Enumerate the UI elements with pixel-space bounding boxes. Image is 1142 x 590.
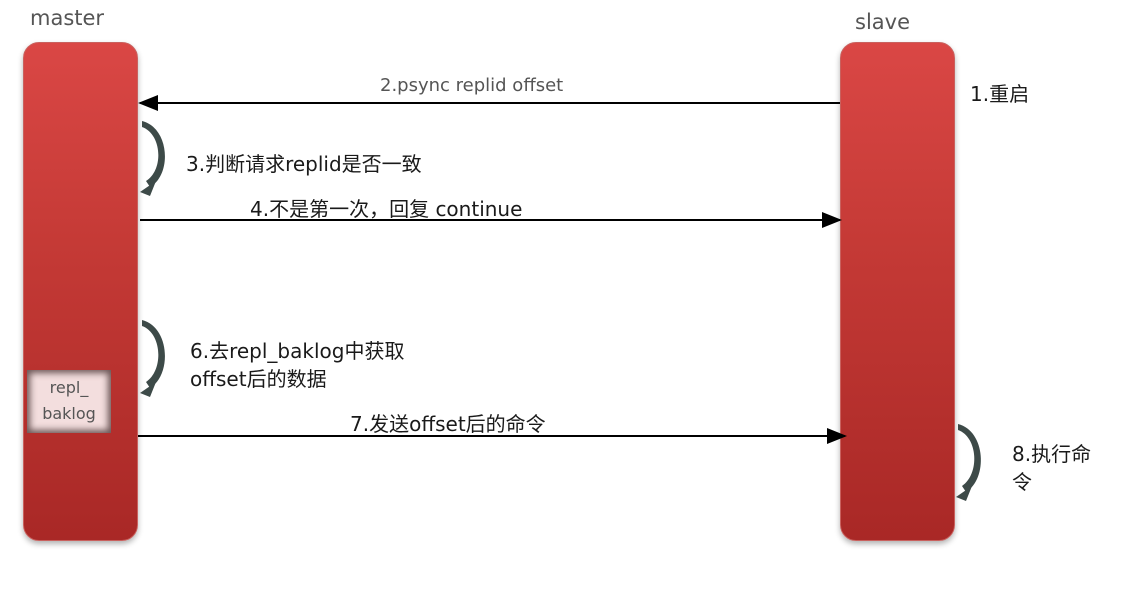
repl-baklog-buffer: repl_ baklog — [27, 370, 111, 433]
step-8-line1: 8.执行命 — [1012, 442, 1092, 466]
self-loop-arrow-6 — [140, 320, 165, 397]
step-7-send: 7.发送offset后的命令 — [350, 412, 546, 436]
step-6-line2: offset后的数据 — [190, 367, 327, 391]
step-2-psync: 2.psync replid offset — [380, 75, 564, 96]
step-6-line1: 6.去repl_baklog中获取 — [190, 339, 405, 363]
slave-label: slave — [855, 10, 910, 34]
master-lifeline — [23, 42, 138, 541]
self-loop-arrow-8 — [956, 424, 981, 501]
step-3-check-replid: 3.判断请求replid是否一致 — [186, 152, 422, 176]
step-1-restart: 1.重启 — [970, 82, 1030, 106]
buffer-line1: repl_ — [49, 378, 89, 397]
buffer-line2: baklog — [42, 404, 96, 423]
self-loop-arrow-3 — [140, 121, 165, 196]
step-8-line2: 令 — [1012, 470, 1032, 494]
step-4-continue: 4.不是第一次，回复 continue — [250, 197, 523, 221]
slave-lifeline — [840, 42, 955, 541]
master-label: master — [30, 6, 105, 30]
